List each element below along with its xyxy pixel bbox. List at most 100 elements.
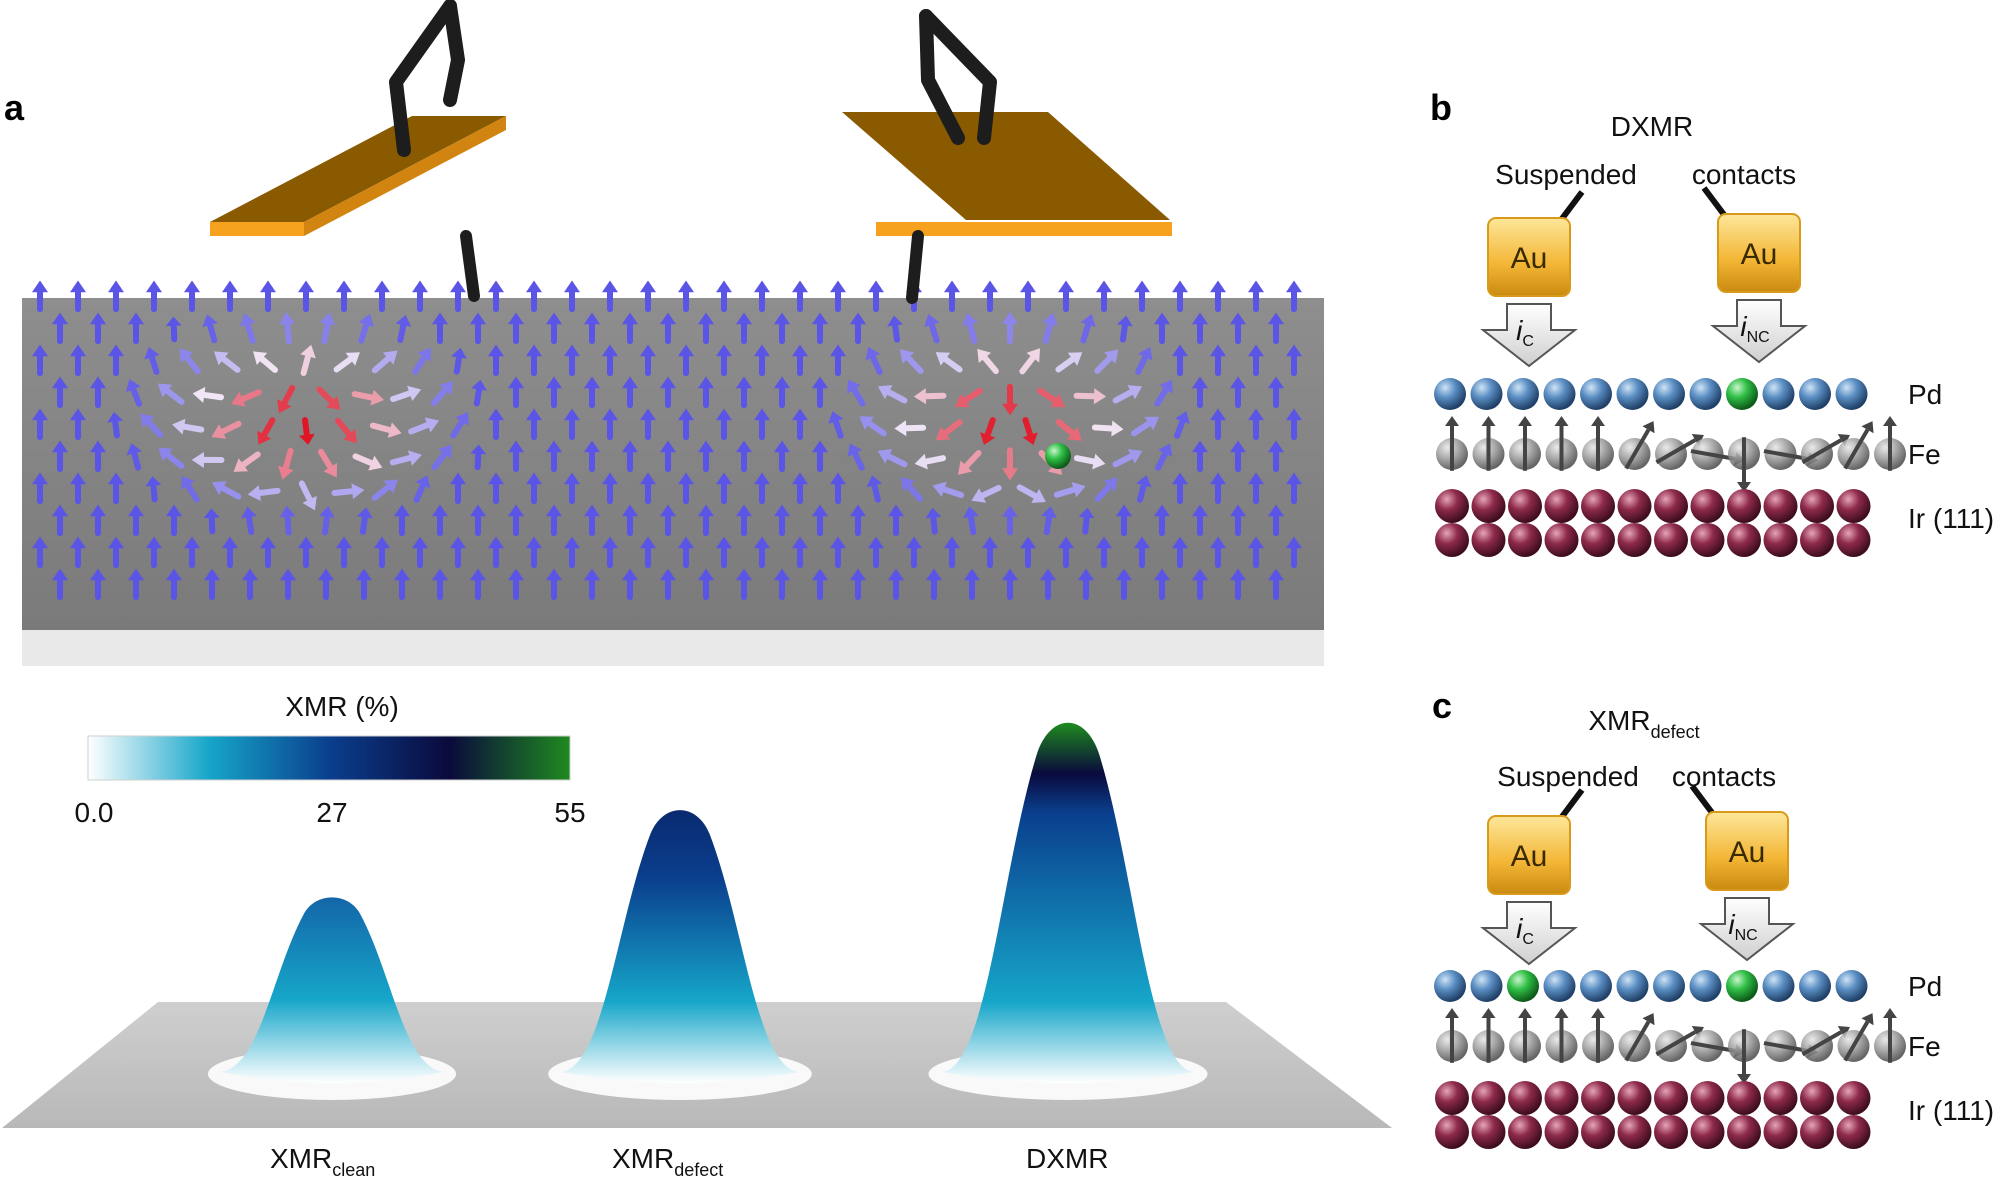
ir-atom	[1727, 523, 1761, 557]
spin-arrow	[754, 536, 770, 569]
spin-arrow	[850, 568, 866, 601]
spin-arrow	[1116, 315, 1133, 343]
spin-arrow	[488, 344, 504, 377]
spin-arrow	[204, 568, 220, 601]
spin-arrow	[432, 504, 448, 537]
spin-arrow	[698, 440, 714, 473]
spin-arrow	[298, 417, 315, 445]
spin-arrow	[260, 280, 276, 313]
spin-arrow	[140, 413, 164, 438]
spin-arrow	[371, 479, 398, 501]
spin-arrow	[146, 536, 162, 569]
spin-arrow	[107, 412, 124, 439]
spin-arrow	[278, 447, 294, 480]
pd-atom	[1507, 378, 1539, 410]
spin-arrow	[622, 440, 638, 473]
spin-arrow	[602, 408, 618, 441]
spin-arrow	[32, 536, 48, 569]
spin-arrow	[1172, 472, 1188, 505]
panel-c-suspended: Suspended	[1497, 761, 1639, 792]
ir-atom	[1836, 1081, 1871, 1115]
spin-arrow	[408, 417, 440, 435]
ir-atom	[1800, 1081, 1834, 1115]
spin-arrow	[488, 280, 504, 313]
ir-atom	[1617, 523, 1652, 557]
spin-arrow	[1268, 312, 1284, 345]
spin-arrow	[1154, 379, 1173, 407]
fe-spin-arrow	[1690, 449, 1736, 461]
ir-atom	[1727, 1081, 1761, 1115]
spin-arrow	[678, 344, 694, 377]
spin-arrow	[334, 417, 357, 444]
spin-arrow	[356, 507, 373, 535]
ir-atom	[1654, 1081, 1688, 1115]
spin-arrow	[678, 280, 694, 313]
spin-arrow	[1172, 280, 1188, 313]
layer-label-ir: Ir (111)	[1908, 503, 1994, 534]
spin-arrow	[202, 314, 218, 344]
spin-arrow	[980, 417, 996, 446]
spin-arrow	[240, 313, 256, 344]
panel-b-suspended: Suspended	[1495, 159, 1637, 190]
spin-arrow	[257, 417, 276, 445]
spin-arrow	[932, 481, 965, 499]
spin-arrow	[108, 472, 124, 505]
ir-atom	[1800, 489, 1834, 523]
fe-spin-arrow	[1624, 1020, 1651, 1062]
pd-atom	[1653, 970, 1685, 1002]
layer-label-fe: Fe	[1908, 1031, 1941, 1062]
spin-arrow	[470, 568, 486, 601]
colorbar-tick-min: 0.0	[75, 797, 114, 828]
spin-arrow	[622, 504, 638, 537]
spin-arrow	[546, 440, 562, 473]
spin-arrow	[333, 352, 360, 373]
ir-atom	[1617, 1081, 1652, 1115]
fe-spin-arrow	[1624, 428, 1651, 470]
spin-arrow	[622, 568, 638, 601]
ir-atom	[1508, 489, 1542, 523]
spin-arrow	[181, 475, 200, 503]
spin-arrow	[830, 472, 846, 505]
spin-arrow	[451, 347, 467, 375]
spin-arrow	[1002, 383, 1018, 416]
spin-arrow	[698, 504, 714, 537]
spin-arrow	[336, 280, 352, 313]
panel-b-contacts: contacts	[1692, 159, 1796, 190]
ir-atom	[1836, 489, 1871, 523]
ir-atom	[1763, 489, 1798, 523]
ir-atom	[1727, 1115, 1761, 1149]
spin-arrow	[526, 408, 542, 441]
spin-arrow	[812, 312, 828, 345]
spin-arrow	[830, 280, 846, 313]
ir-atom	[1435, 523, 1469, 557]
spin-arrow	[191, 451, 225, 468]
panel-c-contacts: contacts	[1672, 761, 1776, 792]
spin-arrow	[1230, 376, 1246, 409]
spin-arrow	[935, 352, 963, 373]
spin-arrow	[698, 376, 714, 409]
spin-arrow	[222, 536, 238, 569]
au-label: Au	[1511, 840, 1548, 873]
spin-arrow	[963, 506, 979, 536]
spin-arrow	[716, 536, 732, 569]
spin-arrow	[374, 536, 390, 569]
spin-arrow	[412, 347, 431, 375]
ir-atom	[1581, 523, 1615, 557]
spin-arrow	[1002, 505, 1018, 536]
spin-arrow	[146, 280, 162, 313]
fe-spin-arrow	[1690, 1041, 1736, 1053]
spin-arrow	[317, 448, 338, 478]
spin-arrow	[1112, 449, 1143, 468]
spin-arrow	[508, 312, 524, 345]
spin-arrow	[450, 536, 466, 569]
ir-atom	[1581, 1115, 1615, 1149]
spin-texture	[32, 280, 1302, 601]
au-block	[1705, 811, 1789, 891]
pd-atom	[1835, 378, 1868, 410]
spin-arrow	[894, 420, 927, 437]
spin-arrow	[242, 568, 258, 601]
spin-arrow	[774, 312, 790, 345]
ir-atom	[1544, 1115, 1579, 1149]
spin-arrow	[1155, 443, 1173, 471]
spin-arrow	[179, 348, 201, 375]
